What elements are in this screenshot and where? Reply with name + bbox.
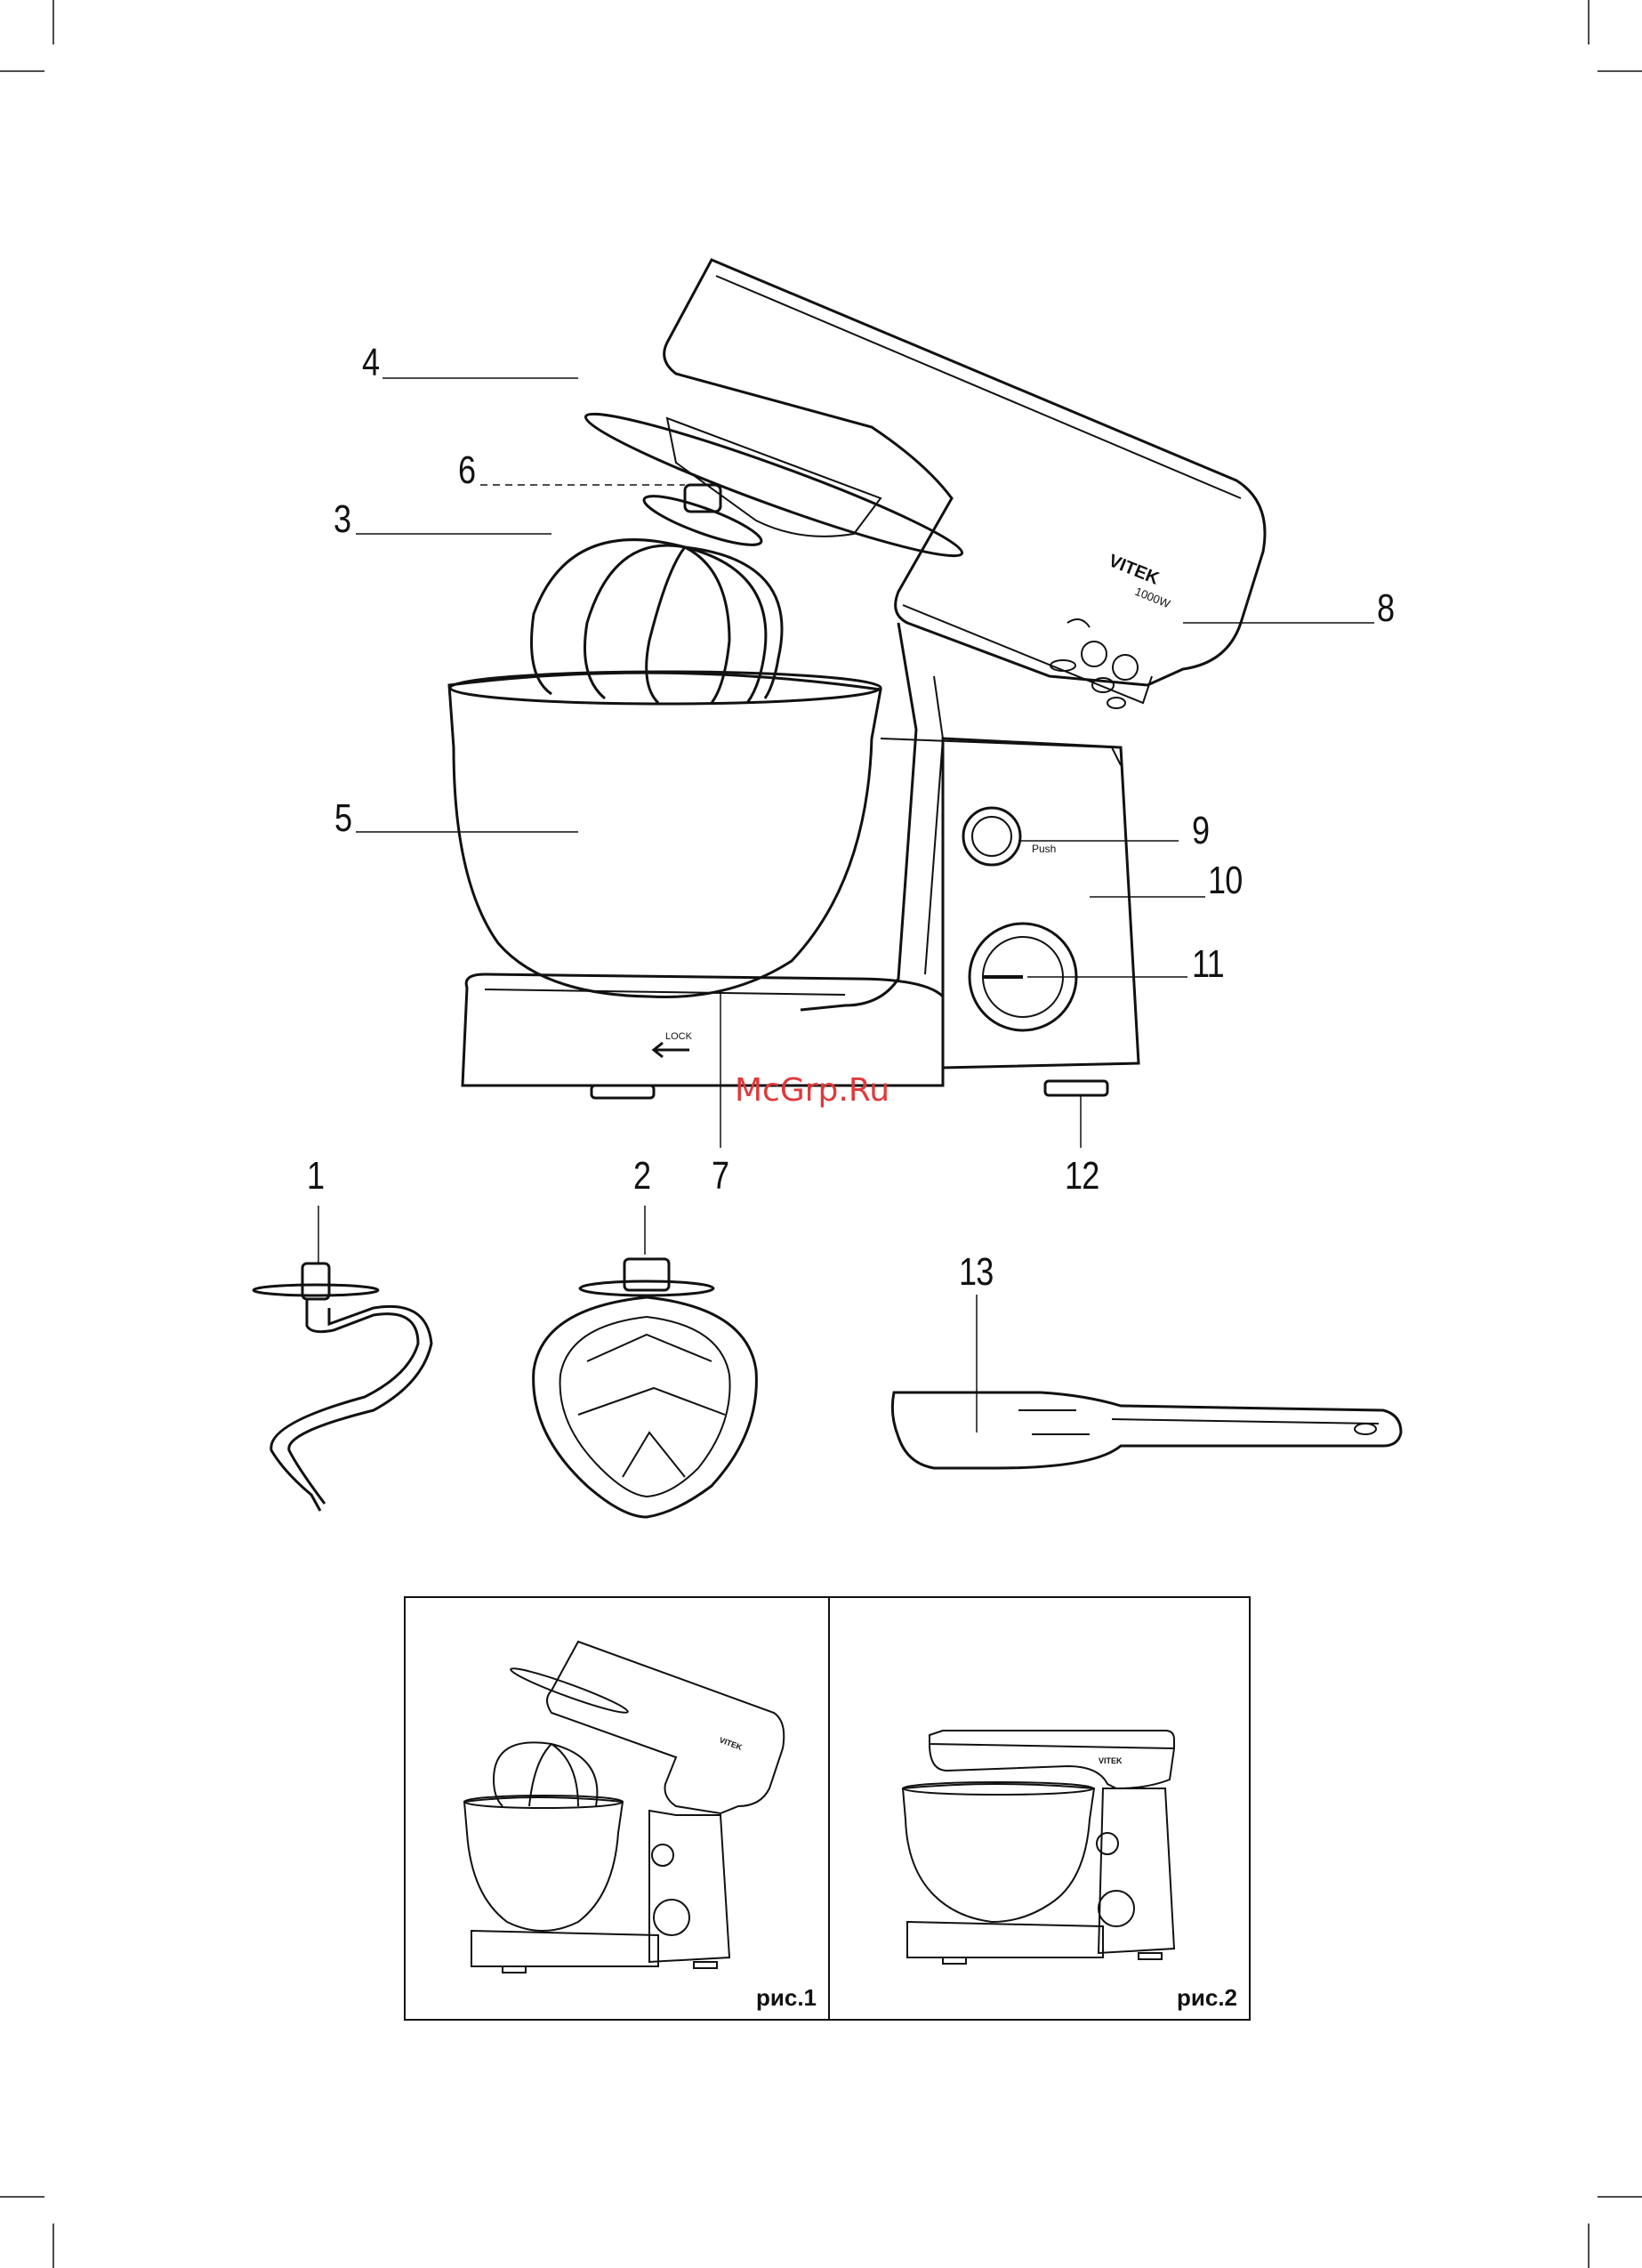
callout-6: 6	[458, 451, 475, 490]
power-rating: 1000W	[1133, 585, 1172, 611]
bowl	[449, 673, 881, 997]
lock-label: LOCK	[665, 1031, 693, 1042]
fig2-label: рис.2	[1177, 1984, 1237, 2012]
callout-12: 12	[1065, 1157, 1099, 1196]
watermark: McGrp.Ru	[735, 1072, 889, 1109]
fig2-brand: VITEK	[1099, 1756, 1123, 1765]
mixer-body	[943, 739, 1139, 1068]
brand-logo: VITEK	[1106, 551, 1162, 589]
callout-1: 1	[307, 1157, 324, 1196]
push-label: Push	[1032, 843, 1056, 855]
fig1-label: рис.1	[756, 1984, 817, 2012]
callout-7: 7	[712, 1157, 728, 1196]
callout-3: 3	[334, 500, 350, 539]
flat-beater-drawing	[534, 1259, 757, 1517]
fig1-mixer-head-raised	[464, 1642, 784, 1973]
callout-9: 9	[1192, 811, 1209, 851]
fig2-mixer-head-lowered	[903, 1731, 1174, 1964]
callout-4: 4	[362, 343, 379, 383]
callout-11: 11	[1192, 945, 1224, 984]
mixer-head	[664, 260, 1265, 685]
callout-8: 8	[1377, 589, 1394, 628]
spatula-drawing	[892, 1392, 1401, 1468]
callout-5: 5	[334, 799, 351, 838]
callout-2: 2	[633, 1157, 650, 1196]
callout-10: 10	[1208, 861, 1243, 900]
stand-mixer-drawing	[449, 260, 1265, 1098]
callout-13: 13	[959, 1253, 994, 1292]
whisk	[532, 540, 783, 703]
splash-guard	[579, 398, 969, 571]
dough-hook-drawing	[254, 1263, 431, 1511]
fig1-brand: VITEK	[718, 1735, 744, 1752]
